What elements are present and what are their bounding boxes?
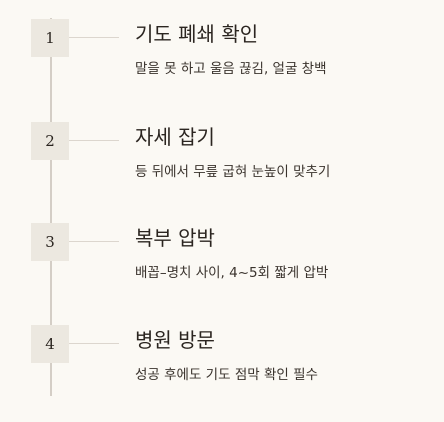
step-1: 1 기도 폐쇄 확인 말을 못 하고 울음 끊김, 얼굴 창백 bbox=[0, 19, 444, 99]
step-connector bbox=[69, 343, 119, 344]
step-description: 성공 후에도 기도 점막 확인 필수 bbox=[135, 367, 318, 383]
step-2: 2 자세 잡기 등 뒤에서 무릎 굽혀 눈높이 맞추기 bbox=[0, 122, 444, 202]
step-number-badge: 4 bbox=[31, 325, 69, 363]
step-number: 3 bbox=[45, 233, 55, 251]
step-connector bbox=[69, 37, 119, 38]
step-4: 4 병원 방문 성공 후에도 기도 점막 확인 필수 bbox=[0, 325, 444, 405]
step-connector bbox=[69, 241, 119, 242]
timeline-line bbox=[50, 18, 52, 396]
step-3: 3 복부 압박 배꼽–명치 사이, 4~5회 짧게 압박 bbox=[0, 223, 444, 303]
step-number-badge: 3 bbox=[31, 223, 69, 261]
step-title: 복부 압박 bbox=[135, 226, 215, 250]
step-number: 4 bbox=[45, 335, 55, 353]
step-description: 말을 못 하고 울음 끊김, 얼굴 창백 bbox=[135, 61, 327, 77]
step-number-badge: 2 bbox=[31, 122, 69, 160]
step-number-badge: 1 bbox=[31, 19, 69, 57]
step-title: 자세 잡기 bbox=[135, 125, 215, 149]
step-title: 병원 방문 bbox=[135, 328, 215, 352]
step-description: 등 뒤에서 무릎 굽혀 눈높이 맞추기 bbox=[135, 164, 331, 180]
step-connector bbox=[69, 140, 119, 141]
step-description: 배꼽–명치 사이, 4~5회 짧게 압박 bbox=[135, 265, 329, 281]
step-number: 1 bbox=[45, 29, 55, 47]
step-number: 2 bbox=[45, 132, 55, 150]
step-title: 기도 폐쇄 확인 bbox=[135, 22, 259, 46]
